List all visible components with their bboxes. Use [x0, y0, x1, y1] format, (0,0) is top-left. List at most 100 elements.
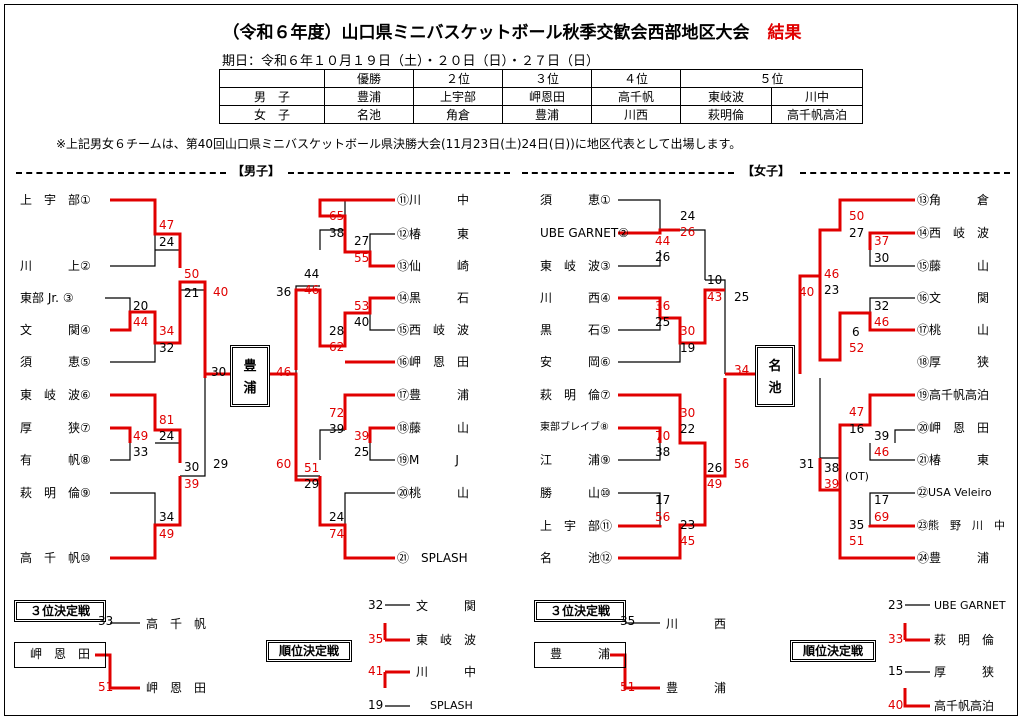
- score: 23: [680, 518, 696, 532]
- score: 39: [824, 477, 840, 491]
- score: 30: [874, 251, 890, 265]
- score: 24: [329, 510, 345, 524]
- score: 34: [159, 324, 175, 338]
- boys-team: 上 宇 部①: [20, 193, 91, 207]
- score: 33: [133, 445, 149, 459]
- score: 56: [655, 510, 671, 524]
- boys-team: 東 岐 波⑥: [20, 388, 91, 402]
- results-cell: 川西: [591, 105, 681, 124]
- score: 22: [680, 422, 696, 436]
- score: 46: [824, 267, 840, 281]
- score: 35: [368, 632, 384, 646]
- girls-team: ⑬角 倉: [917, 193, 990, 207]
- bracket-red-lines: [95, 198, 930, 708]
- boys-ranking-team: SPLASH: [430, 699, 473, 712]
- boys-team: ⑰豊 浦: [397, 388, 470, 402]
- score: 29: [213, 457, 229, 471]
- boys-team: ⑮西 岐 波: [397, 323, 470, 337]
- score: 46: [874, 445, 890, 459]
- results-header-cell: ３位: [502, 69, 592, 88]
- girls-team: 東部ブレイブ⑧: [540, 422, 609, 433]
- score: 34: [159, 510, 175, 524]
- score: 70: [655, 429, 671, 443]
- score: 23: [888, 598, 904, 612]
- boys-ranking-team: 東 岐 波: [416, 633, 477, 647]
- score: 51: [304, 461, 320, 475]
- score: 15: [888, 664, 904, 678]
- overtime-mark: (OT): [845, 470, 869, 483]
- girls-team: ⑭西 岐 波: [917, 226, 990, 240]
- girls-team: 上 宇 部⑪: [540, 519, 613, 533]
- score: 24: [680, 209, 696, 223]
- score: 39: [354, 429, 370, 443]
- score: 60: [276, 457, 292, 471]
- girls-team: 黒 石⑤: [540, 323, 611, 337]
- score: 19: [680, 341, 696, 355]
- score: 72: [329, 406, 345, 420]
- girls-team: ⑲高千帆高泊: [917, 388, 990, 402]
- girls-third-place-label: ３位決定戦: [534, 600, 626, 622]
- girls-team: ㉓熊 野 川 中: [917, 519, 1005, 532]
- score: 39: [184, 477, 200, 491]
- results-cell: 高千帆高泊: [771, 105, 863, 124]
- score: 50: [849, 209, 865, 223]
- results-cell: 東岐波: [680, 87, 772, 106]
- score: 39: [874, 429, 890, 443]
- girls-team: ㉔豊 浦: [917, 551, 990, 565]
- score: 25: [655, 315, 671, 329]
- score: 26: [680, 225, 696, 239]
- score: 39: [329, 422, 345, 436]
- girls-ranking-team: 萩 明 倫: [934, 633, 995, 647]
- girls-team: ⑳岬 恩 田: [917, 421, 990, 435]
- score: 40: [354, 315, 370, 329]
- girls-team: ㉑椿 東: [917, 453, 990, 467]
- boys-team: 須 恵⑤: [20, 355, 91, 369]
- boys-divider-left: [16, 172, 226, 174]
- score: 37: [874, 234, 890, 248]
- girls-team: 名 池⑫: [540, 551, 613, 565]
- boys-team: ⑱藤 山: [397, 421, 470, 435]
- boys-team: 東部 Jr. ③: [20, 291, 74, 305]
- score: 46: [874, 315, 890, 329]
- score: 28: [329, 324, 345, 338]
- score: 32: [368, 598, 384, 612]
- girls-team: ⑰桃 山: [917, 323, 990, 337]
- boys-team: ⑲M J: [397, 453, 459, 467]
- boys-ranking-label: 順位決定戦: [266, 640, 352, 662]
- score: 10: [707, 273, 723, 287]
- score: 44: [655, 234, 671, 248]
- score: 19: [368, 698, 384, 712]
- girls-team: 勝 山⑩: [540, 486, 611, 500]
- score: 26: [655, 250, 671, 264]
- girls-ranking-team: 高千帆高泊: [934, 699, 995, 713]
- results-row-boys: 男 子 豊浦 上宇部 岬恩田 高千帆 東岐波 川中: [219, 87, 863, 106]
- girls-third-place-team-b: 豊 浦: [666, 681, 727, 695]
- boys-team: ⑫椿 東: [397, 227, 470, 241]
- girls-ranking-team: UBE GARNET: [934, 599, 1006, 612]
- score: 52: [849, 341, 865, 355]
- score: 49: [707, 477, 723, 491]
- boys-team: 川 上②: [20, 259, 91, 273]
- girls-team: ⑱厚 狭: [917, 355, 990, 369]
- score: 46: [276, 365, 292, 379]
- score: 30: [680, 324, 696, 338]
- score: 50: [184, 267, 200, 281]
- girls-team: 東 岐 波③: [540, 259, 611, 273]
- score: 49: [133, 429, 149, 443]
- score: 23: [824, 283, 840, 297]
- girls-third-place-loser-box: 豊 浦: [534, 642, 626, 668]
- score: 27: [354, 234, 370, 248]
- results-cell: 女 子: [219, 105, 325, 124]
- girls-divider-right: [800, 172, 1010, 174]
- score: 25: [354, 445, 370, 459]
- results-cell: 豊浦: [502, 105, 592, 124]
- boys-ranking-team: 文 関: [416, 599, 477, 613]
- boys-divider-right: [288, 172, 510, 174]
- girls-team: ⑯文 関: [917, 291, 990, 305]
- score: 43: [707, 290, 723, 304]
- boys-section-label: 【男子】: [232, 164, 281, 178]
- score: 47: [159, 218, 175, 232]
- score: 65: [329, 209, 345, 223]
- boys-champion-box: 豊 浦: [230, 345, 270, 407]
